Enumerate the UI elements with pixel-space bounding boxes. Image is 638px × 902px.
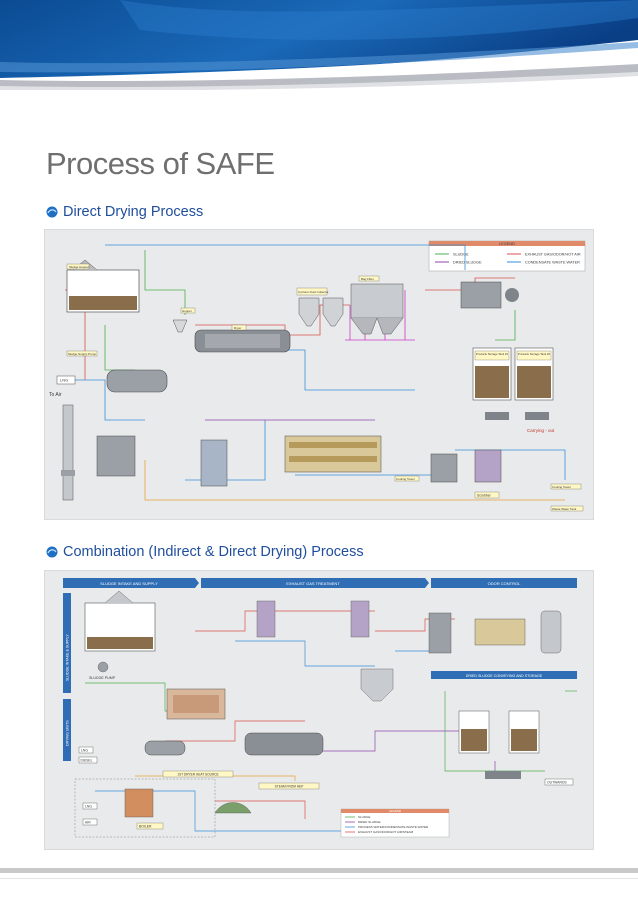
globe-bullet-icon-2 — [46, 546, 58, 558]
indirect-dryer — [166, 688, 226, 720]
page-title: Process of SAFE — [46, 146, 275, 181]
legend-box: LEGEND SLUDGE DRIED SLUDGE EXHAUST GAS/O… — [428, 240, 586, 272]
bag-filter-label: Bag Filter — [361, 277, 374, 281]
heat-source-label: 1ST DRYER HEAT SOURCE — [177, 773, 218, 777]
cyclone-label: Cyclone Dust Collector — [298, 290, 329, 294]
exhaust-stack — [61, 404, 75, 501]
side-tab-drying: DRYING UNITS — [66, 720, 70, 746]
legend-box-2: LEGEND SLUDGE DRIED SLUDGE PROCESS WATER… — [340, 808, 450, 838]
storage-tank-1-label: Products Storage Tank #1 — [476, 352, 509, 356]
side-tabs: SLUDGE INTAKE & SUPPLY DRYING UNITS — [63, 593, 71, 761]
footer-bar — [0, 868, 638, 873]
steam-label: STEAM FROM HEP — [275, 785, 304, 789]
section-header-bars: SLUDGE INTAKE AND SUPPLY EXHAUST GAS TRE… — [63, 578, 577, 679]
legend2-item-water: PROCESS WATER/CONDENSATE WASTE WATER — [358, 825, 429, 829]
to-air-label: To Air — [49, 392, 62, 398]
hopper: Hopper — [172, 307, 196, 333]
side-tab-sludge: SLUDGE INTAKE & SUPPLY — [66, 634, 70, 681]
legend-title-2: LEGEND — [389, 809, 402, 813]
header-odor-control: ODOR CONTROL — [488, 581, 521, 586]
boiler-label: BOILER — [139, 825, 152, 829]
legend-title: LEGEND — [499, 242, 515, 246]
globe-bullet-icon — [46, 206, 58, 218]
footer-line — [0, 878, 638, 879]
legend-item-sludge: SLUDGE — [453, 253, 469, 257]
header-banner — [0, 0, 638, 90]
odor-control-units — [428, 610, 562, 654]
heat-exchanger — [460, 281, 519, 309]
storage-tank-2-label: Products Storage Tank #2 — [518, 352, 551, 356]
product-storage-tanks: Products Storage Tank #1 Products Storag… — [472, 347, 555, 433]
sludge-supply-pump-label: Sludge Supply Pump — [68, 352, 96, 356]
header-exhaust-gas: EXHAUST GAS TREATMENT — [286, 581, 340, 586]
carrying-out-label: Carrying - out — [527, 428, 555, 433]
legend2-item-exhaust: EXHAUST GAS/ODOR/HOT AIR/STEAM — [358, 830, 414, 834]
direct-drying-diagram: LEGEND SLUDGE DRIED SLUDGE EXHAUST GAS/O… — [44, 229, 594, 520]
section-heading-combination: Combination (Indirect & Direct Drying) P… — [46, 544, 364, 560]
scrubber-label: Scrubber — [477, 494, 492, 498]
dried-sludge-silos: OUTWARDS — [458, 710, 574, 786]
sludge-hopper-label: Sludge Hopper — [69, 265, 89, 269]
header-sludge-intake: SLUDGE INTAKE AND SUPPLY — [100, 581, 158, 586]
lower-process: Scrubber Cooling Tower Cooling Tower Was… — [96, 435, 584, 512]
cyclone-dust-collector: Cyclone Dust Collector — [296, 287, 344, 327]
bag-filter: Bag Filter — [350, 275, 404, 335]
boiler-area: BOILER LNG AIR STEAM FROM HEP — [74, 778, 320, 838]
combination-drying-diagram: SLUDGE INTAKE AND SUPPLY EXHAUST GAS TRE… — [44, 570, 594, 850]
diesel-label: DIESEL — [81, 759, 93, 763]
hopper-label: Hopper — [182, 309, 192, 313]
rotary-dryer: Dryer — [194, 324, 291, 353]
legend2-item-sludge: SLUDGE — [358, 815, 370, 819]
section-heading-direct: Direct Drying Process — [46, 204, 203, 220]
air-label: AIR — [85, 821, 91, 825]
waste-water-tank-label: Waste Water Tank — [552, 507, 577, 511]
sludge-hopper: Sludge Hopper Sludge Supply Pump — [66, 259, 140, 357]
cooling-tower-2-label: Cooling Tower — [552, 485, 571, 489]
exhaust-treatment-units — [256, 600, 394, 702]
legend-item-exhaust: EXHAUST GAS/ODOR/HOT AIR — [525, 253, 581, 257]
lng-label-3: LNG — [85, 805, 92, 809]
sludge-intake-tank: SLUDGE PUMP — [84, 590, 156, 680]
cooling-tower-label: Cooling Tower — [396, 477, 415, 481]
lng-label: LNG — [60, 378, 68, 383]
direct-rotary-dryer: LNG DIESEL 1ST DRYER HEAT SOURCE — [78, 732, 324, 778]
outwards-label: OUTWARDS — [547, 781, 567, 785]
section-heading-label-2: Combination (Indirect & Direct Drying) P… — [63, 544, 364, 560]
sludge-pump-label: SLUDGE PUMP — [89, 676, 116, 680]
legend2-item-dried: DRIED SLUDGE — [358, 820, 381, 824]
legend-item-dried-sludge: DRIED SLUDGE — [453, 261, 482, 265]
lng-burner: LNG To Air — [49, 369, 168, 398]
dryer-label: Dryer — [234, 326, 241, 330]
legend-item-condensate: CONDENSATE WASTE WATER — [525, 261, 580, 265]
section-heading-label: Direct Drying Process — [63, 204, 204, 220]
lng-label-2: LNG — [81, 749, 88, 753]
header-dried-sludge: DRIED SLUDGE CONVEYING AND STORAGE — [466, 674, 543, 678]
